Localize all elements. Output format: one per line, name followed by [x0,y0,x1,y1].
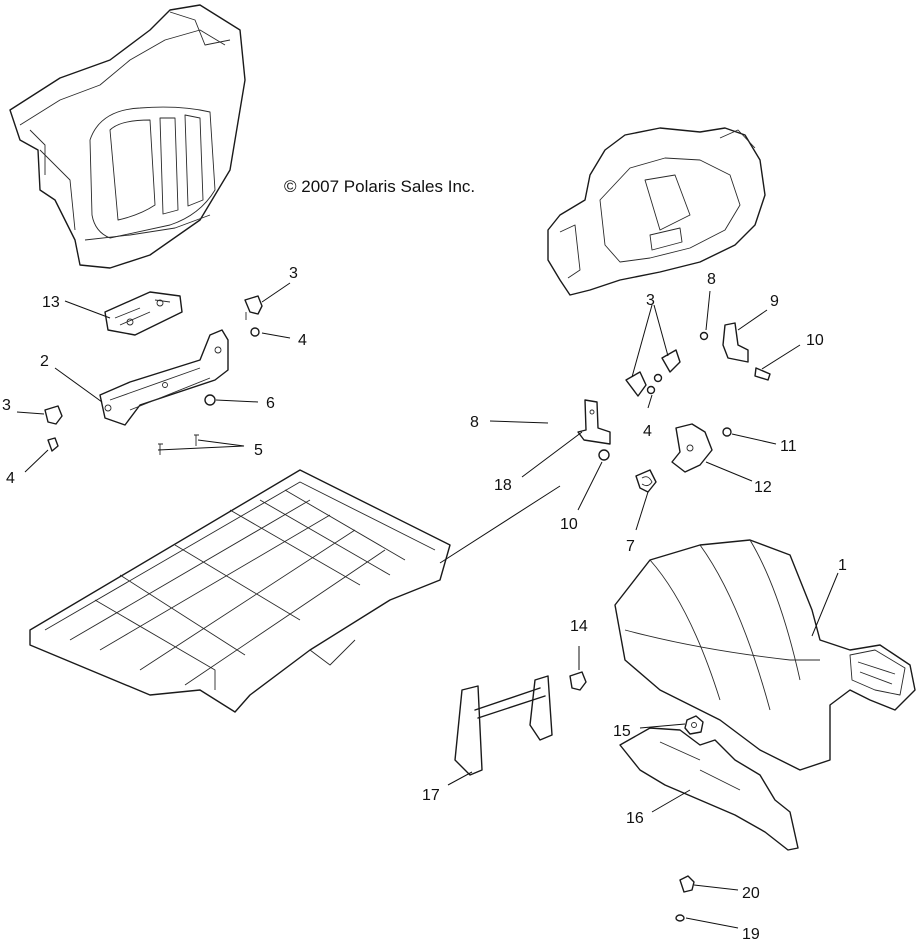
callout-15: 15 [613,723,631,740]
callout-4-right: 4 [643,423,652,440]
callout-5: 5 [254,442,263,459]
callout-11: 11 [780,438,797,455]
callout-1: 1 [838,557,847,574]
callout-10-center: 10 [560,516,578,533]
callout-4-top: 4 [298,332,307,349]
callout-labels: 1 2 3 3 3 4 4 4 5 6 7 8 8 9 10 10 11 12 … [2,265,847,940]
callout-4-left: 4 [6,470,15,487]
spring-part-7 [635,469,657,493]
seat-part-1 [614,539,916,771]
callout-16: 16 [626,810,644,827]
callout-3-left: 3 [2,397,11,414]
leader-lines [16,282,839,929]
latch-part-13 [104,291,183,336]
callout-2: 2 [40,353,49,370]
callout-3-top: 3 [289,265,298,282]
callout-17: 17 [422,787,440,804]
catch-part-12 [671,423,732,473]
rivet-part-14 [569,671,587,691]
front-body-panel-ghost [547,127,766,296]
latch-bracket-parts-3 [625,349,681,397]
callout-18: 18 [494,477,512,494]
callout-6: 6 [266,395,275,412]
seat-frame-ghost [29,469,451,713]
nut-part-15 [684,715,704,735]
callout-3-right: 3 [646,292,655,309]
callout-13: 13 [42,294,60,311]
callout-20: 20 [742,885,760,902]
callout-8-right: 8 [707,271,716,288]
strike-part-9 [699,322,771,381]
screw-part-20 [679,875,695,893]
callout-10-right: 10 [806,332,824,349]
callout-14: 14 [570,618,588,635]
fasteners-left [44,295,263,455]
pad-part-16 [619,727,799,851]
seat-support-part-17 [454,675,553,776]
callout-8-center: 8 [470,414,479,431]
bracket-part-2 [99,329,229,426]
callout-19: 19 [742,926,760,940]
washer-part-19 [675,914,685,922]
hinge-part-18 [577,399,611,461]
callout-7: 7 [626,538,635,555]
callout-12: 12 [754,479,772,496]
copyright-notice: © 2007 Polaris Sales Inc. [284,177,475,196]
callout-9: 9 [770,293,779,310]
rear-body-panel-ghost [9,4,246,269]
